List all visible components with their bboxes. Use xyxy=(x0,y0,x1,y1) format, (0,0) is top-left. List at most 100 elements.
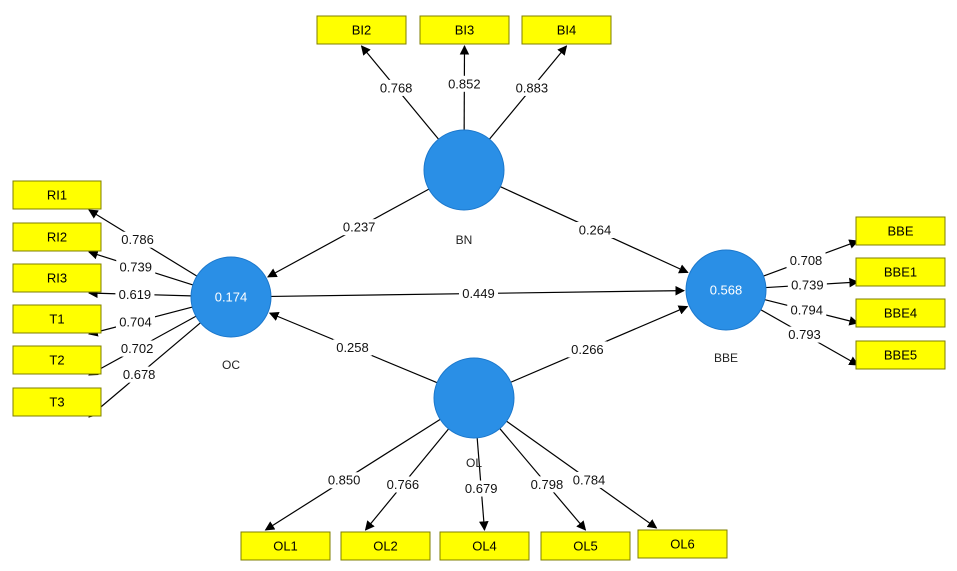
indicator-label: BBE1 xyxy=(884,265,917,280)
indicator-label: BBE xyxy=(887,224,913,239)
indicator-box[interactable] xyxy=(12,222,102,252)
loading-BBE1: 0.739 xyxy=(791,278,824,293)
loading-T3: 0.678 xyxy=(123,367,156,382)
indicator-bi2[interactable]: BI2 xyxy=(316,15,407,45)
indicator-bi3[interactable]: BI3 xyxy=(419,15,510,45)
loading-OL6-bg xyxy=(569,471,609,488)
path-coef-OL-BBE: 0.266 xyxy=(571,342,604,357)
loading-T2-bg xyxy=(117,340,157,357)
indicator-label: RI3 xyxy=(47,271,67,286)
indicator-ol6[interactable]: OL6 xyxy=(637,529,728,559)
indicator-box[interactable] xyxy=(12,304,102,334)
loading-T3-bg xyxy=(119,366,159,383)
indicator-ol2[interactable]: OL2 xyxy=(340,531,431,561)
loading-RI2-bg xyxy=(116,258,156,275)
path-coef-OC-BBE-bg xyxy=(459,285,498,302)
indicator-label: T1 xyxy=(49,312,64,327)
indicator-label: BI2 xyxy=(352,23,372,38)
indicator-label: BI4 xyxy=(557,23,577,38)
indicator-bi4[interactable]: BI4 xyxy=(521,15,612,45)
loading-RI1: 0.786 xyxy=(121,232,154,247)
loading-T1: 0.704 xyxy=(119,314,152,329)
latent-name: OL xyxy=(466,456,482,470)
loading-OL1: 0.850 xyxy=(328,473,361,488)
r-squared-value: 0.174 xyxy=(215,290,248,305)
indicator-ol5[interactable]: OL5 xyxy=(540,531,631,561)
indicator-bbe4[interactable]: BBE4 xyxy=(855,298,946,328)
indicator-label: BBE5 xyxy=(884,348,917,363)
indicator-label: T2 xyxy=(49,353,64,368)
r-squared-value: 0.568 xyxy=(710,283,743,298)
indicator-ri2[interactable]: RI2 xyxy=(12,222,102,252)
indicator-ol4[interactable]: OL4 xyxy=(439,531,530,561)
indicator-label: BBE4 xyxy=(884,306,917,321)
loading-RI3: 0.619 xyxy=(119,287,152,302)
path-coef-OL-OC: 0.258 xyxy=(336,340,369,355)
indicator-box[interactable] xyxy=(855,216,946,246)
loading-OL4: 0.679 xyxy=(465,481,498,496)
loading-OL2: 0.766 xyxy=(387,477,420,492)
indicator-bbe5[interactable]: BBE5 xyxy=(855,340,946,370)
indicator-label: RI1 xyxy=(47,188,67,203)
latent-name: OC xyxy=(222,358,240,372)
indicator-t3[interactable]: T3 xyxy=(12,387,102,417)
path-coef-BN-OC-bg xyxy=(339,219,379,236)
indicator-label: OL4 xyxy=(472,539,497,554)
loading-OL4-bg xyxy=(461,480,501,497)
indicator-bbe[interactable]: BBE xyxy=(855,216,946,246)
latent-circle[interactable] xyxy=(685,249,767,331)
loading-OL1-bg xyxy=(324,472,364,489)
indicator-ri3[interactable]: RI3 xyxy=(12,263,102,293)
indicator-box[interactable] xyxy=(637,529,728,559)
loading-BBE: 0.708 xyxy=(790,253,823,268)
latent-name: BBE xyxy=(714,351,738,365)
indicator-box[interactable] xyxy=(419,15,510,45)
loading-RI3-bg xyxy=(115,286,155,303)
loading-BBE5: 0.793 xyxy=(788,327,821,342)
indicator-box[interactable] xyxy=(316,15,407,45)
indicator-box[interactable] xyxy=(540,531,631,561)
loading-RI1-bg xyxy=(118,231,158,248)
indicator-box[interactable] xyxy=(521,15,612,45)
indicator-box[interactable] xyxy=(439,531,530,561)
path-coef-BN-BBE: 0.264 xyxy=(579,223,612,238)
loading-BI4: 0.883 xyxy=(516,80,549,95)
indicator-label: BI3 xyxy=(455,23,475,38)
indicator-box[interactable] xyxy=(855,298,946,328)
loading-T1-bg xyxy=(115,313,155,330)
indicator-box[interactable] xyxy=(240,531,331,561)
latent-circle[interactable] xyxy=(190,256,272,338)
indicator-ri1[interactable]: RI1 xyxy=(12,180,102,210)
latent-circle[interactable] xyxy=(433,357,515,439)
latent-ol[interactable]: OL xyxy=(433,357,515,470)
loading-BI3: 0.852 xyxy=(448,76,481,91)
indicator-t1[interactable]: T1 xyxy=(12,304,102,334)
indicator-box[interactable] xyxy=(855,257,946,287)
latent-circle[interactable] xyxy=(423,129,505,211)
loading-OL5-bg xyxy=(527,476,567,493)
indicator-label: OL2 xyxy=(373,539,398,554)
indicator-label: OL1 xyxy=(273,539,298,554)
indicator-label: RI2 xyxy=(47,230,67,245)
indicator-ol1[interactable]: OL1 xyxy=(240,531,331,561)
indicator-box[interactable] xyxy=(340,531,431,561)
indicator-t2[interactable]: T2 xyxy=(12,345,102,375)
indicator-bbe1[interactable]: BBE1 xyxy=(855,257,946,287)
indicator-box[interactable] xyxy=(855,340,946,370)
indicator-box[interactable] xyxy=(12,180,102,210)
path-coef-BN-BBE-bg xyxy=(575,222,615,238)
indicator-box[interactable] xyxy=(12,263,102,293)
indicator-box[interactable] xyxy=(12,345,102,375)
loading-RI2: 0.739 xyxy=(119,259,152,274)
path-coef-BN-OC: 0.237 xyxy=(343,220,376,235)
indicator-box[interactable] xyxy=(12,387,102,417)
latent-name: BN xyxy=(456,233,473,247)
loading-OL2-bg xyxy=(383,476,423,493)
loading-T2: 0.702 xyxy=(121,341,154,356)
indicator-label: T3 xyxy=(49,395,64,410)
latent-bn[interactable]: BN xyxy=(423,129,505,247)
loading-BBE4-bg xyxy=(787,302,827,319)
